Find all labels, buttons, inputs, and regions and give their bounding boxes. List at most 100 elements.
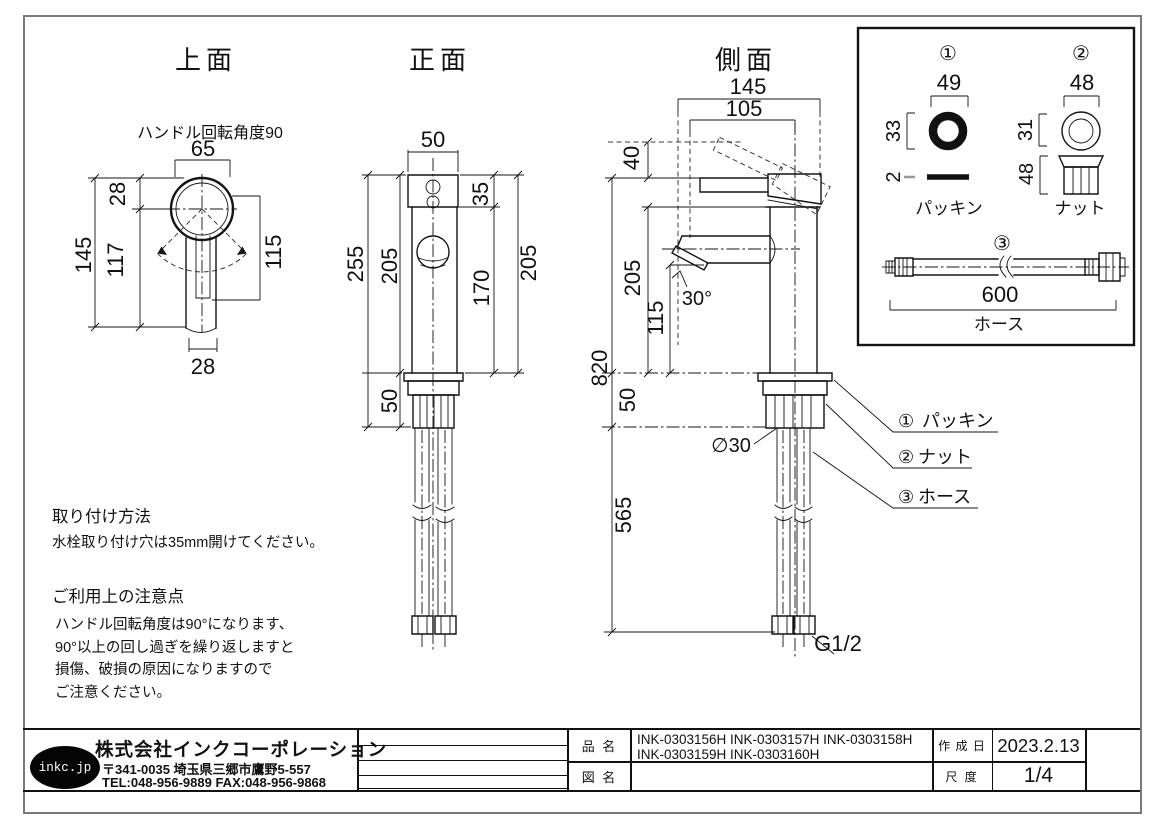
hose-length: 600 <box>982 282 1019 307</box>
callout-1-num: ① <box>898 411 914 431</box>
arrowhead-right <box>237 246 247 255</box>
front-dim-205-right: 205 <box>516 245 541 282</box>
revision-row-line <box>359 745 567 746</box>
divider <box>630 730 632 790</box>
spout-outlet <box>416 235 450 269</box>
date-value: 2023.2.13 <box>997 734 1080 756</box>
row-divider <box>569 761 1085 763</box>
install-heading: 取り付け方法 <box>52 508 151 526</box>
front-view-title: 正面 <box>409 45 471 75</box>
handle-stem <box>195 235 211 299</box>
top-view: ハンドル回転角度90 65 28 145 117 <box>71 124 286 379</box>
caution-line: ご注意ください。 <box>55 684 171 701</box>
packing-thickness: 2 <box>883 171 905 182</box>
nut-od: 48 <box>1070 70 1094 95</box>
company-logo: inkc.jp <box>30 746 100 789</box>
divider <box>567 730 569 790</box>
callout-1-label: パッキン <box>922 411 993 431</box>
part-numbers-line2: INK-0303159H INK-0303160H <box>637 747 820 762</box>
side-hose-nuts <box>771 615 816 635</box>
callout-3-label: ホース <box>918 487 971 507</box>
top-dim-28: 28 <box>105 182 130 206</box>
top-dim-65: 65 <box>191 136 215 161</box>
company-name: 株式会社インクコーポレーション <box>95 739 388 760</box>
handle-head <box>767 173 822 205</box>
front-dim-170: 170 <box>469 270 494 307</box>
side-dim-40: 40 <box>619 146 644 170</box>
aerator <box>671 245 709 271</box>
side-spout <box>676 235 771 264</box>
front-dim-205-left: 205 <box>377 248 402 285</box>
part-numbers: INK-0303156H INK-0303157H INK-0303158H I… <box>637 732 912 762</box>
faucet-cap <box>407 174 459 208</box>
date-label: 作 成 日 <box>938 739 986 753</box>
packing-od: 49 <box>937 70 961 95</box>
nut-label: ナット <box>1055 199 1106 218</box>
handle-lever <box>699 177 769 193</box>
callout-3-num: ③ <box>898 487 914 507</box>
rotation-arc <box>157 253 247 273</box>
scale-value: 1/4 <box>1023 764 1054 787</box>
side-thread-block <box>765 394 825 429</box>
packing-id: 33 <box>883 120 905 142</box>
top-view-title: 上面 <box>175 45 237 75</box>
side-dim-205: 205 <box>620 260 645 297</box>
side-dim-105: 105 <box>726 96 763 121</box>
install-body: 水栓取り付け穴は35mm開けてください。 <box>52 535 324 551</box>
hose-left <box>414 427 430 617</box>
side-dim-dia30: ∅30 <box>711 435 751 457</box>
side-dim-30deg: 30° <box>682 288 712 310</box>
base-flange <box>403 372 464 382</box>
side-dim-g12: G1/2 <box>814 631 862 656</box>
divider <box>357 730 359 790</box>
drawing-frame <box>23 15 1142 814</box>
revision-row-line <box>359 760 567 761</box>
side-body <box>769 206 818 374</box>
part-name-label: 品 名 <box>581 739 618 754</box>
caution-heading: ご利用上の注意点 <box>52 588 184 606</box>
side-dim-565: 565 <box>611 497 636 534</box>
side-dim-50: 50 <box>615 388 640 412</box>
top-dim-117: 117 <box>103 242 128 277</box>
company-address: 〒341-0035 埼玉県三郷市鷹野5-557 <box>102 762 311 777</box>
spout-outline <box>185 237 217 329</box>
side-hose-right <box>796 427 811 617</box>
nut-flange <box>1057 155 1105 168</box>
front-dim-255: 255 <box>343 246 368 283</box>
hose-tube <box>912 258 1086 276</box>
packing-num: ① <box>939 43 957 65</box>
title-block: inkc.jp 株式会社インクコーポレーション 〒341-0035 埼玉県三郷市… <box>23 728 1140 792</box>
company-tel-fax: TEL:048-956-9889 FAX:048-956-9868 <box>102 775 327 790</box>
top-dim-145: 145 <box>71 237 96 274</box>
side-dim-115: 115 <box>643 300 668 335</box>
front-view: 50 255 <box>343 127 541 652</box>
scale-label: 尺 度 <box>945 769 979 784</box>
divider <box>992 730 993 790</box>
caution-text: ハンドル回転角度は90°になります、 90°以上の回し過ぎを繰り返しますと 損傷… <box>55 614 294 704</box>
side-view: 145 105 40 30° <box>587 74 998 658</box>
nut-id: 31 <box>1015 119 1037 141</box>
hose-right <box>437 427 453 617</box>
nut-num: ② <box>1072 43 1090 65</box>
top-dim-28-bottom: 28 <box>191 354 215 379</box>
logo-text: inkc.jp <box>38 760 92 775</box>
side-flange <box>757 372 833 382</box>
side-dim-145: 145 <box>730 74 767 99</box>
centerlines <box>167 174 237 332</box>
callout-2-num: ② <box>898 447 914 467</box>
front-dim-50: 50 <box>421 127 445 152</box>
side-hose-left <box>776 427 791 617</box>
handle-ghost <box>712 136 831 216</box>
handle-rotation-note: ハンドル回転角度90 <box>137 124 283 142</box>
front-dim-35: 35 <box>468 182 493 206</box>
divider <box>1085 730 1087 790</box>
parts-box-border <box>856 26 1136 347</box>
caution-line: ハンドル回転角度は90°になります、 <box>55 617 294 633</box>
packing-label: パッキン <box>915 199 983 218</box>
nut-ring <box>1061 111 1101 151</box>
caution-line: 損傷、破損の原因になりますので <box>55 662 273 678</box>
nut-height: 48 <box>1016 163 1038 185</box>
part-numbers-line1: INK-0303156H INK-0303157H INK-0303158H <box>637 732 913 747</box>
revision-row-line <box>359 788 567 789</box>
